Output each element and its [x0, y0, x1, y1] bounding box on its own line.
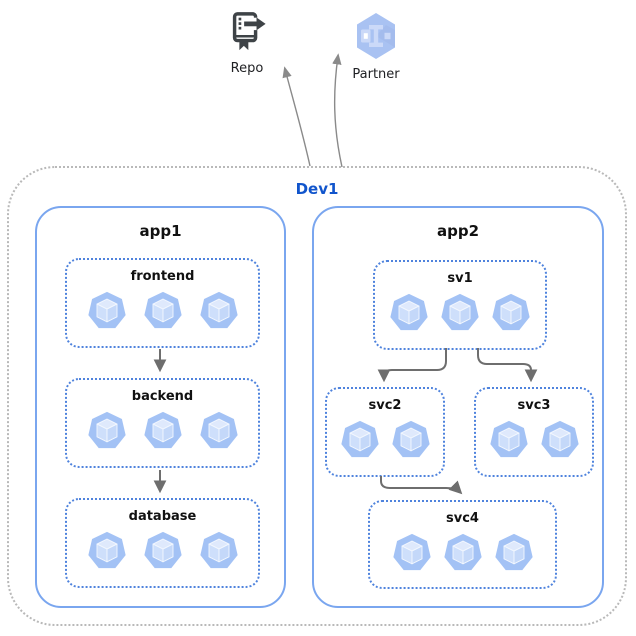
pod-icon	[440, 293, 480, 331]
partner-label: Partner	[352, 67, 400, 82]
source-repo-icon	[226, 10, 268, 58]
pod-row	[489, 419, 580, 459]
pod-icon	[87, 531, 126, 569]
pod-icon	[489, 420, 528, 458]
external-node-partner: Partner	[344, 12, 408, 82]
pod-row	[340, 419, 431, 459]
repo-label: Repo	[230, 61, 264, 76]
pod-row	[87, 410, 239, 450]
pod-icon	[340, 420, 379, 458]
service-label: backend	[131, 389, 194, 404]
pod-row	[87, 530, 239, 570]
partner-hexagon-icon	[353, 12, 399, 64]
service-label: database	[128, 509, 197, 524]
external-node-repo: Repo	[217, 10, 277, 76]
service-label: svc2	[368, 398, 402, 413]
pod-icon	[491, 293, 531, 331]
environment-label: Dev1	[295, 180, 339, 198]
pod-icon	[494, 533, 533, 571]
pod-icon	[391, 420, 430, 458]
app1-label: app1	[139, 222, 182, 240]
service-svc3: svc3	[474, 387, 594, 477]
pod-icon	[199, 411, 238, 449]
pod-icon	[87, 291, 126, 329]
service-label: svc3	[517, 398, 551, 413]
service-label: svc4	[446, 511, 479, 526]
pod-icon	[87, 411, 126, 449]
service-sv1: sv1	[373, 260, 547, 350]
pod-icon	[389, 293, 429, 331]
app1-container: app1 frontend backend database	[35, 206, 286, 608]
pod-icon	[443, 533, 482, 571]
pod-row	[389, 292, 531, 332]
service-label: sv1	[447, 271, 473, 286]
pod-icon	[199, 291, 238, 329]
pod-icon	[143, 411, 182, 449]
pod-row	[392, 532, 534, 572]
service-database: database	[65, 498, 260, 588]
app2-container: app2 sv1 svc2 svc3 svc4	[312, 206, 604, 608]
service-backend: backend	[65, 378, 260, 468]
service-label: frontend	[130, 269, 195, 284]
service-svc4: svc4	[368, 500, 557, 589]
pod-row	[87, 290, 239, 330]
service-frontend: frontend	[65, 258, 260, 348]
edge-dev1-partner	[332, 53, 343, 168]
pod-icon	[199, 531, 238, 569]
pod-icon	[143, 531, 182, 569]
app2-label: app2	[436, 222, 480, 240]
pod-icon	[540, 420, 579, 458]
service-svc2: svc2	[325, 387, 445, 477]
pod-icon	[143, 291, 182, 329]
edge-dev1-repo	[282, 66, 311, 167]
pod-icon	[392, 533, 431, 571]
